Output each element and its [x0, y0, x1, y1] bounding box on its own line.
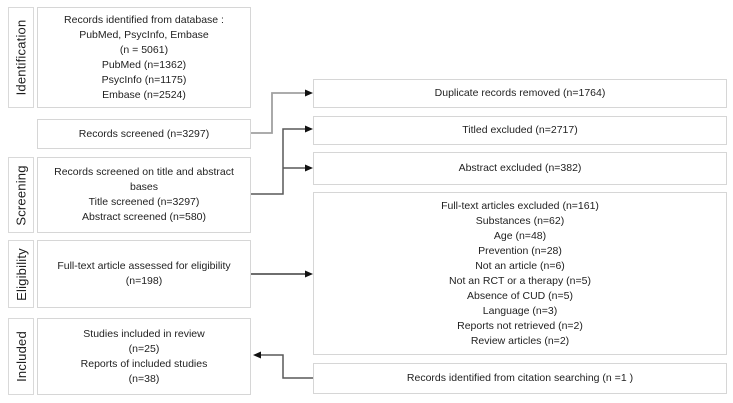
- box-line: Full-text article assessed for eligibili…: [57, 260, 231, 272]
- box-line: Absence of CUD (n=5): [467, 289, 573, 302]
- box-line: PubMed (n=1362): [101, 58, 187, 71]
- stage-label-screening-text: Screening: [13, 164, 29, 226]
- box-line: Records screened (n=3297): [78, 127, 210, 140]
- box-line: Abstract screened (n=580): [81, 211, 207, 223]
- box-title-abstract-screened: Records screened on title and abstract b…: [37, 157, 251, 233]
- box-line: Abstract excluded (n=382): [458, 162, 582, 174]
- box-line: Prevention (n=28): [478, 244, 562, 257]
- stage-label-included: Included: [8, 318, 34, 395]
- stage-label-included-text: Included: [13, 331, 29, 382]
- box-records-identified: Records identified from database : PubMe…: [37, 7, 251, 108]
- box-line: Language (n=3): [482, 304, 558, 317]
- box-line: Age (n=48): [493, 229, 547, 242]
- box-line: (n=38): [128, 372, 160, 385]
- box-line: Substances (n=62): [475, 214, 565, 227]
- stage-label-eligibility-text: Eligibility: [13, 247, 29, 301]
- box-citation-searching: Records identified from citation searchi…: [313, 363, 727, 394]
- box-line: Embase (n=2524): [102, 88, 186, 101]
- box-line: Title screened (n=3297): [88, 196, 200, 208]
- box-line: PubMed, PsycInfo, Embase: [79, 28, 209, 41]
- stage-label-identification-text: Identification: [13, 19, 29, 96]
- box-line: (n=25): [128, 342, 160, 355]
- box-line: Records screened on title and abstract b…: [54, 166, 234, 193]
- stage-label-identification: Identification: [8, 7, 34, 108]
- connector-screened-to-duplicates: [251, 89, 313, 134]
- stage-label-eligibility: Eligibility: [8, 240, 34, 308]
- box-titled-excluded: Titled excluded (n=2717): [313, 116, 727, 145]
- box-line: Records identified from database :: [64, 13, 224, 26]
- box-duplicates-removed: Duplicate records removed (n=1764): [313, 79, 727, 108]
- connector-citation-to-included: [253, 351, 313, 379]
- box-line: PsycInfo (n=1175): [101, 73, 187, 86]
- box-line: Review articles (n=2): [470, 334, 570, 347]
- box-line: Full-text articles excluded (n=161): [441, 199, 599, 212]
- box-fulltext-excluded: Full-text articles excluded (n=161) Subs…: [313, 192, 727, 355]
- connector-title-abstract-to-titled-excluded: [251, 125, 313, 195]
- box-line: (n = 5061): [119, 43, 169, 56]
- box-records-screened: Records screened (n=3297): [37, 119, 251, 149]
- box-line: (n=198): [125, 275, 163, 287]
- box-line: Records identified from citation searchi…: [406, 372, 634, 384]
- box-line: Titled excluded (n=2717): [462, 124, 578, 136]
- box-line: Duplicate records removed (n=1764): [434, 87, 606, 99]
- box-line: Not an article (n=6): [475, 259, 565, 272]
- box-line: Studies included in review: [83, 327, 205, 340]
- box-included-studies: Studies included in review (n=25) Report…: [37, 318, 251, 395]
- box-line: Not an RCT or a therapy (n=5): [449, 274, 591, 287]
- box-line: Reports of included studies: [80, 357, 208, 370]
- box-abstract-excluded: Abstract excluded (n=382): [313, 152, 727, 185]
- box-line: Reports not retrieved (n=2): [457, 319, 583, 332]
- stage-label-screening: Screening: [8, 157, 34, 233]
- box-fulltext-assessed: Full-text article assessed for eligibili…: [37, 240, 251, 308]
